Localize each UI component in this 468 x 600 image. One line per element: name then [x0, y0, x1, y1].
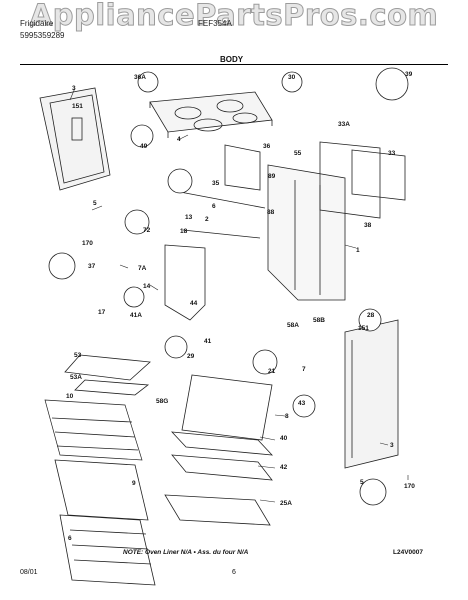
- callout: 55: [294, 150, 302, 157]
- callout: 39: [405, 71, 413, 78]
- callout: 29: [187, 353, 195, 360]
- callout-29-circle: [164, 335, 188, 359]
- callout: 33A: [338, 121, 350, 128]
- footer-page-number: 6: [232, 569, 236, 576]
- callout: 9: [132, 480, 136, 487]
- callout: 42: [280, 464, 288, 471]
- callout: 8: [285, 413, 289, 420]
- callout: 170: [404, 483, 415, 490]
- callout: 5: [360, 479, 364, 486]
- callout: 25A: [280, 500, 292, 507]
- callout: 36A: [134, 74, 146, 81]
- callout: 37: [88, 263, 96, 270]
- callout: 36: [263, 143, 271, 150]
- callout: 88: [267, 209, 275, 216]
- header-rule: [20, 64, 448, 65]
- callout: 58G: [156, 398, 168, 405]
- callout: 4: [177, 136, 181, 143]
- callout-72-circle: [124, 209, 150, 235]
- callout-43-circle: [292, 394, 316, 418]
- callout: 17: [98, 309, 106, 316]
- callout: 6: [212, 203, 216, 210]
- callout: 44: [190, 300, 198, 307]
- callout: 6: [68, 535, 72, 542]
- callout: 14: [143, 283, 151, 290]
- callout: 58B: [313, 317, 325, 324]
- callout: 41A: [130, 312, 142, 319]
- callout-49-circle: [130, 124, 154, 148]
- callout: 2: [205, 216, 209, 223]
- model-label: FEF354A: [198, 19, 232, 28]
- callout: 3: [390, 442, 394, 449]
- callout-14-circle: [123, 286, 145, 308]
- callout: 38: [364, 222, 372, 229]
- callout-30-circle: [281, 71, 303, 93]
- callout: 21: [268, 368, 276, 375]
- callout: 13: [185, 214, 193, 221]
- callout: 89: [268, 173, 276, 180]
- section-title: BODY: [220, 55, 244, 64]
- callout-21-circle: [252, 349, 278, 375]
- callout: 28: [367, 312, 375, 319]
- callout: 53: [74, 352, 82, 359]
- part-number-label: 5995359289: [20, 31, 65, 40]
- callout-36A-circle: [137, 71, 159, 93]
- callout-39-circle: [375, 67, 409, 101]
- oven-liner-note: NOTE: Oven Liner N/A • Ass. du four N/A: [123, 549, 249, 556]
- footer-date: 08/01: [20, 569, 38, 576]
- callout: 3: [72, 85, 76, 92]
- callout: 53A: [70, 374, 82, 381]
- callout: 10: [66, 393, 74, 400]
- callout: 40: [280, 435, 288, 442]
- callout: 41: [204, 338, 212, 345]
- callout: 58A: [287, 322, 299, 329]
- brand-label: Frigidaire: [20, 19, 54, 28]
- callout: 151: [72, 103, 83, 110]
- callout: 33: [388, 150, 396, 157]
- callout: 5: [93, 200, 97, 207]
- callout: 35: [212, 180, 220, 187]
- callout-5-circle: [48, 252, 76, 280]
- callout: 7: [302, 366, 306, 373]
- callout: 1: [356, 247, 360, 254]
- callout: 151: [358, 325, 369, 332]
- callout: 49: [140, 143, 148, 150]
- callout: 30: [288, 74, 296, 81]
- callout: 72: [143, 227, 151, 234]
- callout: 170: [82, 240, 93, 247]
- diagram-code: L24V0007: [393, 549, 423, 556]
- callout: 18: [180, 228, 188, 235]
- callout: 7A: [138, 265, 147, 272]
- callout-engine-circle: [167, 168, 193, 194]
- callout-5b-circle: [359, 478, 387, 506]
- callout-28-circle: [358, 308, 382, 332]
- callout: 43: [298, 400, 306, 407]
- watermark: AppliancePartsPros.com: [29, 0, 439, 33]
